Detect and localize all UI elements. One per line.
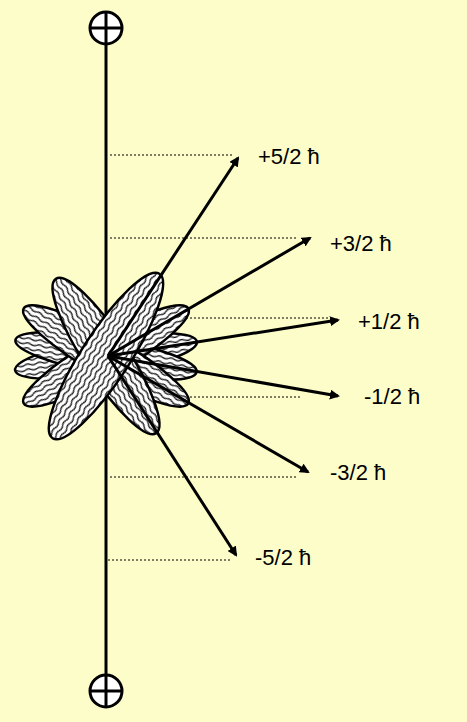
magnetic-quantum-label: +3/2 ħ (330, 233, 392, 255)
plus-symbol (90, 675, 122, 707)
spin-vector (108, 158, 338, 555)
magnetic-quantum-label: -1/2 ħ (364, 386, 420, 408)
magnetic-quantum-label: +5/2 ħ (258, 146, 320, 168)
magnetic-quantum-label: -5/2 ħ (255, 547, 311, 569)
magnetic-quantum-label: +1/2 ħ (358, 311, 420, 333)
plus-symbol (90, 12, 122, 44)
spin-petals (12, 261, 199, 452)
magnetic-quantum-label: -3/2 ħ (330, 462, 386, 484)
